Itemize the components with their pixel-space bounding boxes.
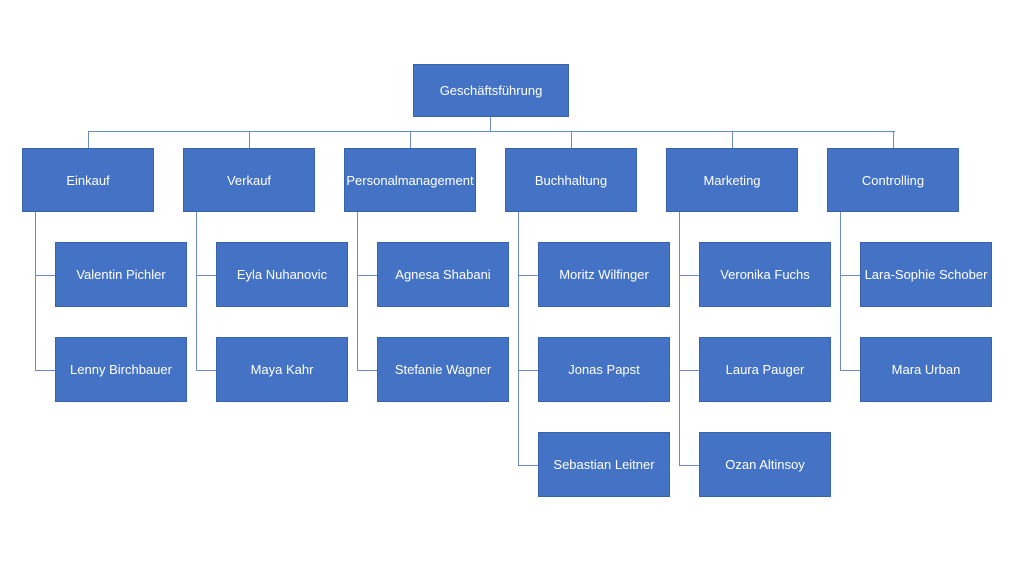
member-connector-lenny-birchbauer [35,369,55,371]
member-label: Maya Kahr [250,362,314,377]
member-trunk-personalmanagement [357,212,358,370]
department-box-personalmanagement: Personalmanagement [344,148,476,212]
member-trunk-marketing [679,212,680,465]
member-connector-eyla-nuhanovic [196,274,216,276]
department-box-marketing: Marketing [666,148,798,212]
member-box-maya-kahr: Maya Kahr [216,337,348,402]
department-box-controlling: Controlling [827,148,959,212]
member-label: Veronika Fuchs [720,267,810,282]
member-label: Valentin Pichler [76,267,166,282]
department-connector-personalmanagement [410,131,411,148]
department-box-buchhaltung: Buchhaltung [505,148,637,212]
member-box-lara-sophie-schober: Lara-Sophie Schober [860,242,992,307]
member-trunk-einkauf [35,212,36,370]
department-label: Controlling [861,172,925,188]
member-box-moritz-wilfinger: Moritz Wilfinger [538,242,670,307]
department-box-einkauf: Einkauf [22,148,154,212]
department-box-verkauf: Verkauf [183,148,315,212]
member-box-eyla-nuhanovic: Eyla Nuhanovic [216,242,348,307]
member-connector-sebastian-leitner [518,464,538,466]
member-box-mara-urban: Mara Urban [860,337,992,402]
member-label: Laura Pauger [725,362,805,377]
member-connector-lara-sophie-schober [840,274,860,276]
department-label: Personalmanagement [346,172,474,188]
member-label: Moritz Wilfinger [559,267,649,282]
department-connector-controlling [893,131,894,148]
member-box-jonas-papst: Jonas Papst [538,337,670,402]
root-box-geschaeftsfuehrung: Geschäftsführung [413,64,569,117]
member-box-lenny-birchbauer: Lenny Birchbauer [55,337,187,402]
department-connector-verkauf [249,131,250,148]
department-connector-einkauf [88,131,89,148]
root-label: Geschäftsführung [439,83,543,98]
department-label: Verkauf [226,172,272,188]
member-box-sebastian-leitner: Sebastian Leitner [538,432,670,497]
department-connector-buchhaltung [571,131,572,148]
member-label: Sebastian Leitner [553,457,655,472]
member-connector-jonas-papst [518,369,538,371]
department-label: Marketing [703,172,761,188]
member-box-laura-pauger: Laura Pauger [699,337,831,402]
member-connector-veronika-fuchs [679,274,699,276]
member-label: Lara-Sophie Schober [864,267,988,282]
department-label: Einkauf [66,172,110,188]
member-connector-laura-pauger [679,369,699,371]
member-label: Jonas Papst [568,362,640,377]
member-connector-mara-urban [840,369,860,371]
member-trunk-controlling [840,212,841,370]
department-label: Buchhaltung [534,172,608,188]
member-label: Stefanie Wagner [394,362,492,377]
member-label: Eyla Nuhanovic [236,267,328,282]
member-connector-moritz-wilfinger [518,274,538,276]
member-box-ozan-altinsoy: Ozan Altinsoy [699,432,831,497]
root-connector [490,117,491,132]
member-box-agnesa-shabani: Agnesa Shabani [377,242,509,307]
member-connector-agnesa-shabani [357,274,377,276]
member-box-valentin-pichler: Valentin Pichler [55,242,187,307]
member-connector-maya-kahr [196,369,216,371]
member-label: Lenny Birchbauer [70,362,172,377]
member-connector-ozan-altinsoy [679,464,699,466]
member-connector-stefanie-wagner [357,369,377,371]
member-trunk-buchhaltung [518,212,519,465]
department-bus [88,131,895,132]
member-label: Mara Urban [891,362,961,377]
member-label: Agnesa Shabani [395,267,491,282]
member-box-veronika-fuchs: Veronika Fuchs [699,242,831,307]
department-connector-marketing [732,131,733,148]
member-connector-valentin-pichler [35,274,55,276]
member-trunk-verkauf [196,212,197,370]
member-box-stefanie-wagner: Stefanie Wagner [377,337,509,402]
member-label: Ozan Altinsoy [725,457,805,472]
